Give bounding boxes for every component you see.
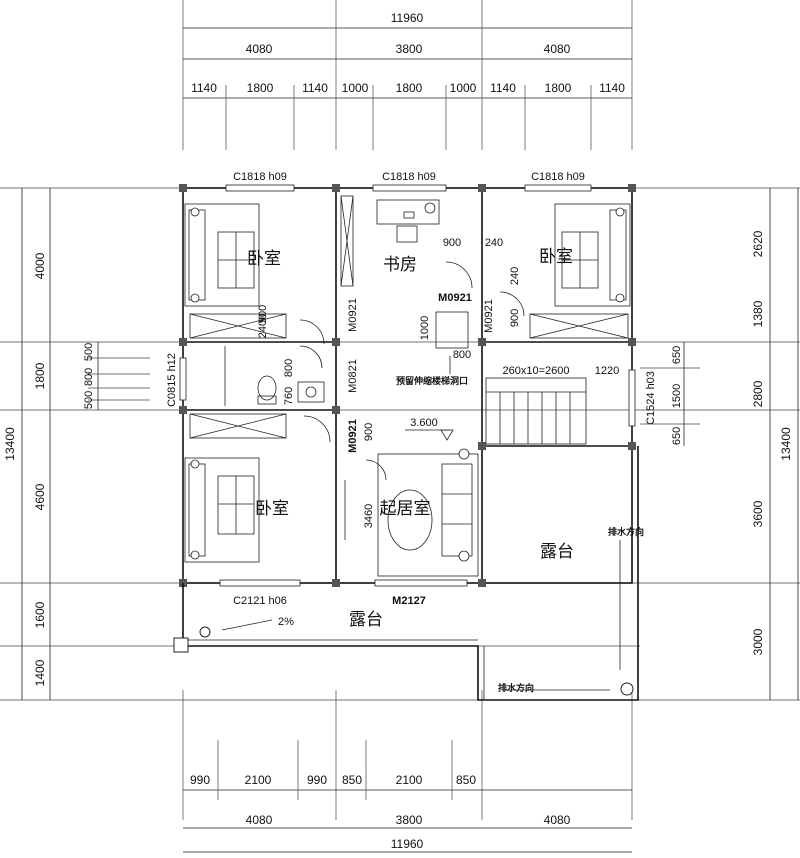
label-slope: 2%	[278, 616, 294, 628]
right-dim-1: 2620	[751, 230, 765, 257]
dim-1000: 1000	[419, 316, 431, 340]
dim-3460: 3460	[363, 504, 375, 528]
label-stair-note: 预留伸缩楼梯洞口	[396, 375, 468, 387]
right-total-dim: 13400	[779, 427, 793, 461]
dim-760: 760	[283, 387, 295, 405]
right-small-dim-1: 650	[671, 346, 683, 364]
left-small-dim-2: 800	[83, 368, 95, 386]
dim-2400: 2400	[257, 314, 269, 338]
bottom-axis-dim-2: 3800	[396, 813, 423, 827]
label-window-top-right: C1818 h09	[531, 171, 585, 183]
top-dimensions: 11960 4080 3800 4080 1140 1800 1140 1000…	[182, 0, 633, 150]
right-dim-5: 3000	[751, 628, 765, 655]
top-total-dim: 11960	[391, 11, 424, 25]
right-small-dim-2: 1500	[671, 384, 683, 408]
left-dim-4: 1600	[33, 601, 47, 628]
label-drain-2: 排水方向	[498, 682, 534, 694]
left-total-dim: 13400	[3, 427, 17, 461]
top-detail-dim-9: 1140	[599, 81, 625, 95]
room-bedroom-top-left: 卧室	[247, 249, 281, 269]
dim-900c: 900	[257, 305, 269, 323]
room-bedroom-top-right: 卧室	[539, 247, 573, 267]
top-detail-dim-6: 1000	[450, 81, 477, 95]
label-door-left-vert: M0921	[347, 298, 359, 332]
right-dim-4: 3600	[751, 500, 765, 527]
bathroom-fixtures	[224, 346, 325, 406]
living-furniture	[344, 448, 479, 577]
top-detail-dim-4: 1000	[342, 81, 369, 95]
walls	[179, 184, 636, 587]
label-door-bath: M0821	[347, 359, 359, 393]
top-detail-dim-7: 1140	[490, 81, 516, 95]
label-window-bottom-left: C2121 h06	[233, 595, 287, 607]
top-detail-dim-1: 1140	[191, 81, 217, 95]
label-elevation: 3.600	[410, 417, 438, 429]
bed-top-right	[554, 203, 631, 307]
bottom-detail-dim-3: 990	[307, 773, 327, 787]
bottom-detail-dim-4: 850	[342, 773, 362, 787]
left-small-dim-3: 500	[83, 391, 95, 409]
label-window-bath: C0815 h12	[166, 353, 178, 407]
stair	[435, 311, 587, 445]
bed-bottom-left	[184, 457, 260, 563]
label-window-top-left: C1818 h09	[233, 171, 287, 183]
room-terrace-right: 露台	[540, 542, 574, 562]
label-door-bedroom-bottom: M0921	[347, 419, 359, 453]
room-bedroom-bottom-left: 卧室	[255, 499, 289, 519]
label-drain-1: 排水方向	[608, 526, 644, 538]
bottom-detail-dim-1: 990	[190, 773, 210, 787]
top-detail-dim-8: 1800	[545, 81, 572, 95]
bottom-axis-dim-3: 4080	[544, 813, 571, 827]
dim-800b: 800	[283, 359, 295, 377]
dim-900d: 900	[363, 423, 375, 441]
top-detail-dim-5: 1800	[396, 81, 423, 95]
left-dim-5: 1400	[33, 659, 47, 686]
right-dim-2: 1380	[751, 300, 765, 327]
room-living: 起居室	[380, 499, 431, 519]
bottom-detail-dim-6: 850	[456, 773, 476, 787]
label-window-stair: C1524 h03	[645, 371, 657, 425]
left-dimensions: 13400 4000 1800 4600 1600 1400 500 800 5…	[3, 188, 150, 700]
right-dimensions: 13400 2620 1380 2800 3600 3000 650 1500 …	[640, 188, 799, 700]
terraces	[173, 446, 639, 701]
top-axis-dim-2: 3800	[396, 42, 423, 56]
dim-800: 800	[453, 349, 471, 361]
bottom-detail-dim-2: 2100	[245, 773, 272, 787]
room-study: 书房	[383, 255, 417, 275]
left-small-dim-1: 500	[83, 343, 95, 361]
top-detail-dim-2: 1800	[247, 81, 274, 95]
label-stair-dims: 260x10=2600	[503, 365, 570, 377]
wardrobes	[189, 195, 629, 439]
right-dim-3: 2800	[751, 380, 765, 407]
study-desk	[376, 199, 440, 243]
doors	[299, 261, 525, 481]
dim-900: 900	[443, 237, 461, 249]
bottom-total-dim: 11960	[391, 837, 424, 851]
label-door-living: M2127	[392, 595, 426, 607]
right-small-dim-3: 650	[671, 427, 683, 445]
bottom-axis-dim-1: 4080	[246, 813, 273, 827]
bottom-detail-dim-5: 2100	[396, 773, 423, 787]
top-detail-dim-3: 1140	[302, 81, 328, 95]
left-dim-2: 1800	[33, 362, 47, 389]
label-door-right-bedroom: M0921	[483, 299, 495, 333]
top-axis-dim-3: 4080	[544, 42, 571, 56]
bottom-dimensions: 990 2100 990 850 2100 850 4080 3800 4080…	[183, 740, 632, 853]
dim-900b: 900	[509, 309, 521, 327]
label-door-study: M0921	[438, 292, 472, 304]
bed-top-left	[184, 203, 260, 307]
left-dim-3: 4600	[33, 483, 47, 510]
label-window-top-mid: C1818 h09	[382, 171, 436, 183]
dim-240: 240	[485, 237, 503, 249]
left-dim-1: 4000	[33, 252, 47, 279]
label-stair-width: 1220	[595, 365, 619, 377]
dim-240b: 240	[509, 267, 521, 285]
top-axis-dim-1: 4080	[246, 42, 273, 56]
room-terrace-bottom: 露台	[349, 610, 383, 630]
